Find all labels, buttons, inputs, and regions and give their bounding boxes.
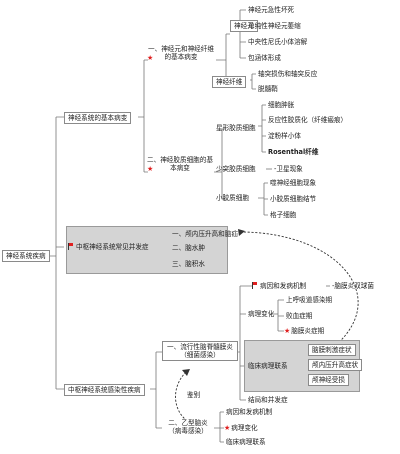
glial-node[interactable]: 二、神经胶质细胞的基本病变	[146, 156, 214, 172]
meningitis-node[interactable]: 一、流行性脑脊髓膜炎（细菌感染）	[162, 341, 238, 361]
oligo-node[interactable]: 少突胶质细胞	[216, 165, 256, 173]
differentiation-label: 鉴别	[187, 391, 201, 399]
clinical-node[interactable]: 临床病理联系	[248, 362, 288, 370]
meningitis-label: 一、流行性脑脊髓膜炎（细菌感染）	[167, 343, 233, 359]
encephalitis-label: 二、乙型脑炎（病毒感染）	[168, 419, 208, 435]
astro-item-1: 细胞肿胀	[268, 101, 295, 109]
complication-item-1[interactable]: 一、颅内压升高和脑疝	[172, 230, 238, 238]
infection-node[interactable]: 中枢神经系统感染性疾病	[64, 384, 145, 396]
glial-label: 二、神经胶质细胞的基本病变	[147, 156, 213, 172]
clinical-item-2: 颅内压升高症状	[308, 359, 363, 371]
fiber-item-2: 脱髓鞘	[258, 85, 278, 93]
outcome-node[interactable]: 结局和并发症	[248, 396, 288, 404]
neuron-node[interactable]: 神经元	[230, 20, 258, 32]
etiology-note: -脑膜炎双球菌	[332, 282, 374, 290]
complications-node[interactable]: 中枢神经系统常见并发症	[68, 243, 149, 251]
neuron-item-2: 单纯性神经元萎缩	[248, 22, 301, 30]
encephalitis-node[interactable]: 二、乙型脑炎（病毒感染）	[162, 419, 214, 435]
etiology-label: 病因和发病机制	[260, 282, 307, 290]
fiber-node[interactable]: 神经纤维	[212, 76, 247, 88]
oligo-item-text: 卫星现象	[276, 165, 303, 173]
neuron-item-4: 包涵体形成	[248, 54, 281, 62]
star-icon: ★	[147, 54, 154, 62]
complications-label: 中枢神经系统常见并发症	[76, 243, 149, 251]
neuron-fiber-label-1: 一、神经元和神经纤维的基本病变	[148, 45, 214, 61]
oligo-item: -卫星现象	[274, 165, 303, 173]
flag-icon	[252, 282, 258, 289]
micro-item-3: 格子细胞	[270, 211, 297, 219]
astro-item-4: Rosenthal纤维	[268, 148, 319, 156]
star-icon: ★	[284, 327, 291, 335]
etiology-note-text: 脑膜炎双球菌	[334, 282, 374, 290]
neuron-item-1: 神经元急性坏死	[248, 6, 295, 14]
root-node[interactable]: 神经系统疾病	[2, 250, 50, 262]
neuron-fiber-node[interactable]: 一、神经元和神经纤维的基本病变	[146, 45, 216, 61]
pathology-item-1: 上呼吸道感染期	[286, 296, 333, 304]
pathology-item-2: 败血症期	[286, 312, 313, 320]
encephalitis-item-2-wrap: ★病理变化	[224, 424, 258, 432]
etiology-node[interactable]: 病因和发病机制	[252, 282, 306, 290]
clinical-item-1: 脑膜刺激症状	[308, 344, 356, 356]
astro-item-2: 反应性胶质化（纤维瘢痕）	[268, 116, 348, 124]
complications-panel	[66, 226, 228, 274]
encephalitis-item-2: 病理变化	[231, 424, 258, 432]
flag-icon	[68, 243, 74, 250]
star-icon: ★	[224, 424, 231, 432]
complication-item-3[interactable]: 三、脑积水	[172, 260, 205, 268]
pathology-node[interactable]: 病理变化	[248, 310, 275, 318]
neuron-item-3: 中央性尼氏小体溶解	[248, 38, 308, 46]
star-icon: ★	[147, 165, 154, 173]
encephalitis-item-1: 病因和发病机制	[226, 408, 273, 416]
complication-item-2[interactable]: 二、脑水肿	[172, 244, 205, 252]
micro-node[interactable]: 小胶质细胞	[216, 194, 249, 202]
astro-item-3: 淀粉样小体	[268, 132, 301, 140]
fiber-item-1: 轴突损伤和轴突反应	[258, 70, 318, 78]
clinical-item-3: 颅神经受损	[308, 374, 349, 386]
pathology-item-3: 脑膜炎症期	[291, 327, 325, 335]
basic-lesions-node[interactable]: 神经系统的基本病变	[64, 112, 132, 124]
encephalitis-item-3: 临床病理联系	[226, 438, 266, 446]
micro-item-2: 小胶质细胞结节	[270, 195, 317, 203]
micro-item-1: 噬神经细胞现象	[270, 179, 317, 187]
pathology-item-3-wrap: ★脑膜炎症期	[284, 327, 324, 335]
astro-node[interactable]: 星形胶质细胞	[216, 124, 256, 132]
